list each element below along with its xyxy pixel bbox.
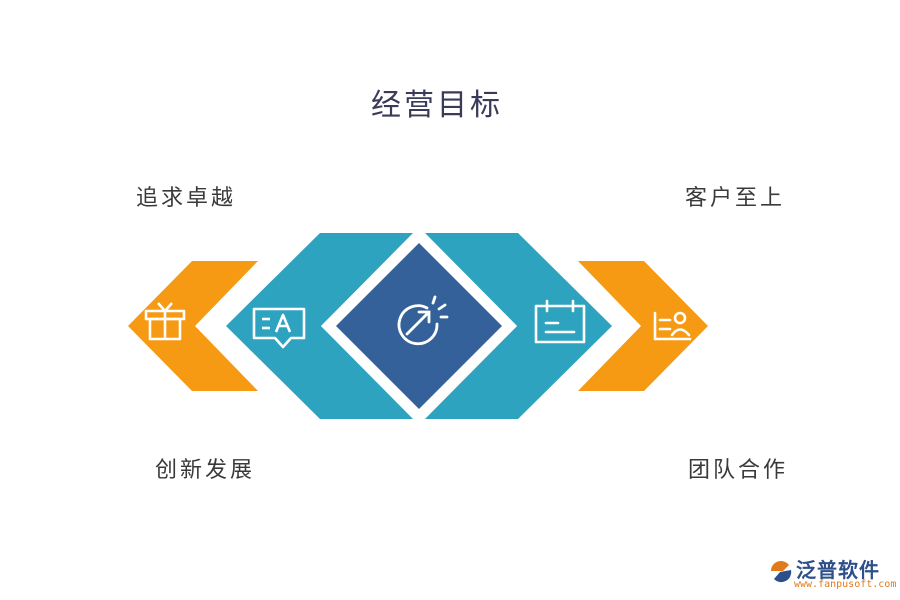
profile-card-icon bbox=[653, 311, 692, 341]
chevron-left bbox=[226, 233, 413, 419]
page-title: 经营目标 bbox=[371, 88, 503, 123]
label-innovation: 创新发展 bbox=[155, 458, 256, 483]
label-teamwork: 团队合作 bbox=[688, 458, 789, 483]
label-pursue-excellence: 追求卓越 bbox=[136, 186, 237, 211]
calendar-icon bbox=[534, 299, 586, 344]
brand-logo: 泛普软件 www.fanpusoft.com bbox=[768, 554, 896, 596]
center-diamond bbox=[336, 243, 502, 409]
chevron-far-left bbox=[128, 261, 258, 391]
chat-text-icon bbox=[252, 307, 306, 349]
gift-box-icon bbox=[144, 302, 186, 341]
logo-name: 泛普软件 bbox=[796, 558, 880, 582]
logo-url: www.fanpusoft.com bbox=[794, 579, 897, 590]
label-customer-first: 客户至上 bbox=[685, 186, 786, 211]
chevron-far-right bbox=[578, 261, 708, 391]
target-arrow-icon bbox=[397, 295, 449, 346]
fanpu-logo-icon bbox=[771, 561, 792, 583]
chevron-right bbox=[425, 233, 612, 419]
